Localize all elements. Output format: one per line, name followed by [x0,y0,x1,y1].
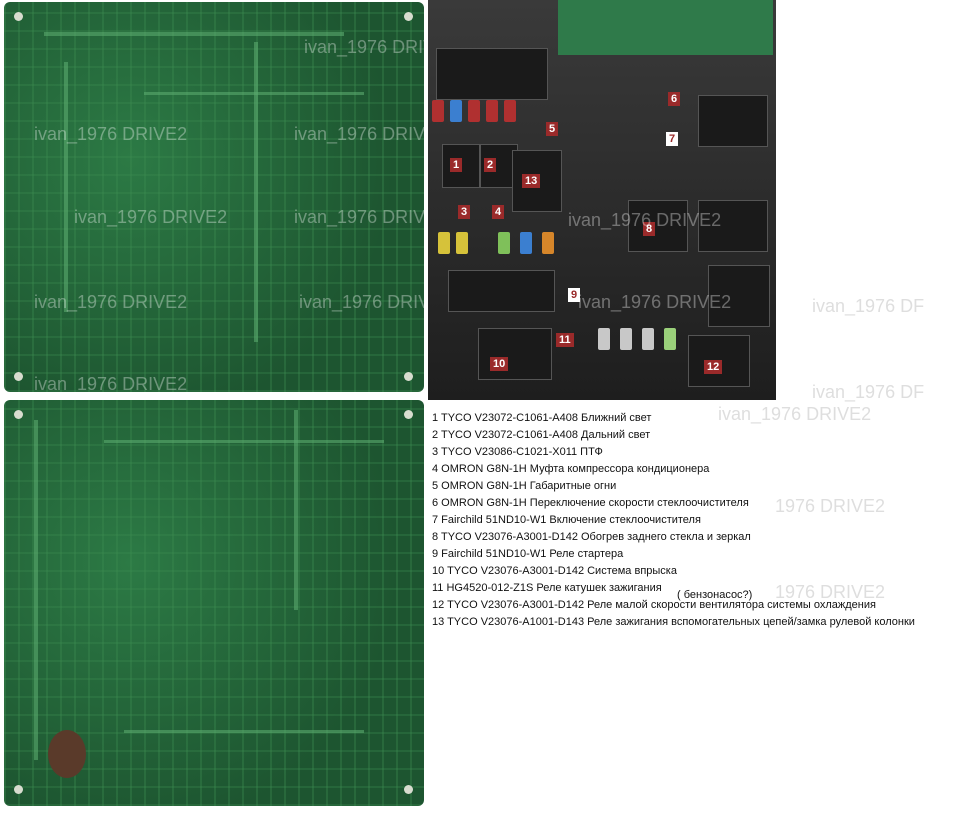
watermark: ivan_1976 DRIVE2 [578,292,732,312]
connector [436,48,548,100]
watermark: ivan_1976 DF [812,296,925,316]
pcb-top-photo: ivan_1976 DRIVE2 ivan_1976 DRIVE2 ivan_1… [4,2,424,392]
fuse [642,328,654,350]
list-item: 5 OMRON G8N-1H Габаритные огни [432,480,617,492]
watermark: ivan_1976 DRIVE2 [34,374,188,392]
watermark: ivan_1976 DRIVE2 [294,124,424,144]
connector [448,270,555,312]
relay-8 [628,200,688,252]
fuse [664,328,676,350]
label-8: 8 [643,222,656,236]
label-7: 7 [666,132,679,146]
capacitor-component [48,730,86,778]
relay-list: 1 TYCO V23072-C1061-A408 Ближний свет 2 … [432,410,957,631]
label-4: 4 [492,205,505,219]
pcb-trace [44,32,344,36]
fuse [520,232,532,254]
mount-hole [14,785,23,794]
label-11: 11 [556,333,574,347]
connector [698,200,768,252]
watermark: ivan_1976 DRIVE2 [74,207,228,227]
list-item: 1 TYCO V23072-C1061-A408 Ближний свет [432,412,652,424]
label-3: 3 [458,205,471,219]
connector [698,95,768,147]
label-6: 6 [668,92,681,106]
list-item: 11 HG4520-012-Z1S Реле катушек зажигания [432,582,662,594]
list-item: 6 OMRON G8N-1H Переключение скорости сте… [432,497,749,509]
fuse [432,100,444,122]
pcb-trace [34,420,38,760]
label-13: 13 [522,174,541,188]
fuse [504,100,516,122]
watermark: ivan_1976 DRIVE2 [568,210,722,230]
label-5: 5 [546,122,559,136]
pcb-trace [124,730,364,733]
label-2: 2 [484,158,497,172]
relay [708,265,770,327]
relay-1 [442,144,480,188]
fuse [486,100,498,122]
watermark: ivan_1976 DRIVE2 [299,292,424,312]
list-item: 10 TYCO V23076-A3001-D142 Система впрыск… [432,565,677,577]
pcb-trace [64,62,68,312]
list-item: 7 Fairchild 51ND10-W1 Включение стеклооч… [432,514,701,526]
watermark: ivan_1976 DRIVE2 [304,37,424,57]
list-item: 2 TYCO V23072-C1061-A408 Дальний свет [432,429,651,441]
relay-12 [688,335,750,387]
pcb-trace [254,42,258,342]
mount-hole [404,410,413,419]
pcb-trace [104,440,384,443]
list-item: 9 Fairchild 51ND10-W1 Реле стартера [432,548,624,560]
fusebox-photo: 1 2 3 4 5 6 7 8 9 10 11 12 13 ivan_1976 … [428,0,776,400]
label-1: 1 [450,158,463,172]
pcb-module [558,0,773,55]
mount-hole [14,12,23,21]
label-10: 10 [490,357,509,371]
fuse [498,232,510,254]
list-item: 4 OMRON G8N-1H Муфта компрессора кондици… [432,463,710,475]
mount-hole [404,12,413,21]
relay-10 [478,328,552,380]
watermark: ivan_1976 DRIVE2 [294,207,424,227]
list-item: 13 TYCO V23076-A1001-D143 Реле зажигания… [432,616,915,628]
label-12: 12 [704,360,723,374]
watermark: 1976 DRIVE2 [775,496,886,516]
watermark: ivan_1976 DRIVE2 [34,292,188,312]
list-item: 12 TYCO V23076-A3001-D142 Реле малой ско… [432,599,876,611]
pcb-bottom-photo [4,400,424,806]
fuse [542,232,554,254]
mount-hole [404,785,413,794]
watermark: ivan_1976 DRIVE2 [718,404,872,424]
label-9: 9 [568,288,581,302]
fuse [598,328,610,350]
list-item: 8 TYCO V23076-A3001-D142 Обогрев заднего… [432,531,751,543]
fuse [468,100,480,122]
pcb-trace [294,410,298,610]
fuse [620,328,632,350]
mount-hole [404,372,413,381]
relay-13 [512,150,562,212]
fuse [456,232,468,254]
fuse [438,232,450,254]
fuse [450,100,462,122]
mount-hole [14,372,23,381]
watermark: ivan_1976 DRIVE2 [34,124,188,144]
watermark: 1976 DRIVE2 [775,582,886,602]
list-item: 3 TYCO V23086-C1021-X011 ПТФ [432,446,603,458]
mount-hole [14,410,23,419]
watermark: ivan_1976 DF [812,382,925,402]
relay-11-note: ( бензонасос?) [677,589,753,601]
